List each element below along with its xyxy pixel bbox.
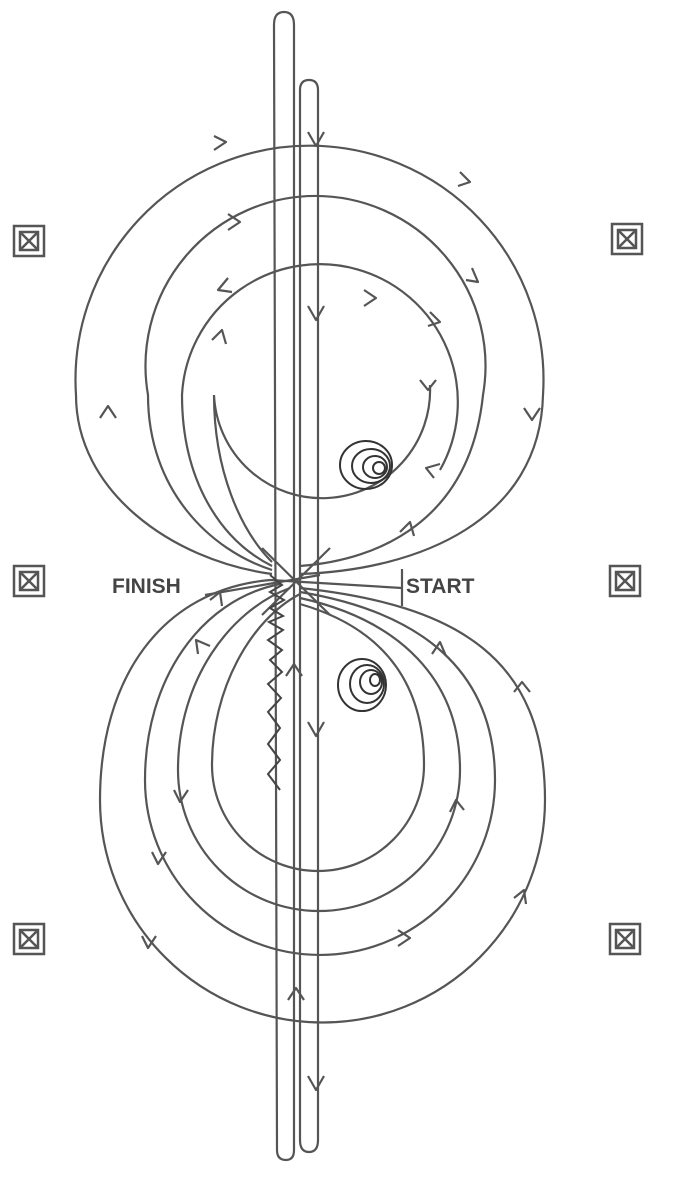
target-icons xyxy=(337,440,393,712)
arrow-icon-20 xyxy=(285,662,303,677)
boundary-markers xyxy=(12,222,644,956)
runway-strip-right xyxy=(298,78,320,1154)
marker-icon-bottom-left xyxy=(12,922,46,956)
marker-icon-top-left xyxy=(12,224,46,258)
marker-icon-bottom-right xyxy=(608,922,642,956)
arrow-icon-5 xyxy=(307,131,325,148)
center-runway-strips xyxy=(272,10,320,1162)
marker-icon-mid-left xyxy=(12,564,46,598)
marker-icon-mid-right xyxy=(608,564,642,598)
arrow-icon-25 xyxy=(141,935,157,950)
arrow-icon-29 xyxy=(307,1075,325,1092)
arrow-icon-4 xyxy=(465,267,480,284)
arrow-icon-3 xyxy=(227,213,242,231)
arrow-icon-15 xyxy=(399,520,416,537)
lower-loop-4 xyxy=(98,578,547,1024)
arrow-icon-21 xyxy=(307,721,325,738)
arrow-icon-26 xyxy=(397,929,412,947)
arrow-icon-16 xyxy=(194,638,211,655)
arrow-icon-2 xyxy=(457,171,472,188)
runway-strip-left xyxy=(272,10,296,1162)
upper-loop-1 xyxy=(212,384,432,563)
arrow-icon-18 xyxy=(431,640,448,657)
arrow-icon-28 xyxy=(287,986,305,1001)
arrow-icon-8 xyxy=(216,277,233,294)
arrow-icon-9 xyxy=(427,311,442,328)
target-icon-lower xyxy=(337,658,387,712)
arrow-icon-10 xyxy=(211,328,228,345)
lower-loops xyxy=(98,578,547,1024)
upper-loops xyxy=(74,144,545,576)
arrow-icon-17 xyxy=(209,590,224,607)
crossing-lines xyxy=(204,547,404,616)
zigzag-descent-path xyxy=(266,574,287,791)
arrow-icon-24 xyxy=(151,851,167,866)
arrow-icon-11 xyxy=(419,379,437,392)
upper-loop-4 xyxy=(74,144,545,576)
arrow-icon-27 xyxy=(513,888,528,905)
target-icon-upper xyxy=(339,440,393,490)
arrow-icon-22 xyxy=(173,789,189,804)
arrow-icon-19 xyxy=(513,680,531,693)
arrow-icon-13 xyxy=(99,404,117,419)
lower-loop-1 xyxy=(210,593,426,873)
upper-loop-3 xyxy=(144,194,487,572)
start-approach-line xyxy=(269,578,403,590)
marker-icon-top-right xyxy=(610,222,644,256)
arrow-icon-1 xyxy=(213,135,228,151)
upper-loop-2 xyxy=(180,263,459,567)
lower-loop-3 xyxy=(143,582,497,957)
arrow-icon-12 xyxy=(523,407,541,422)
arrow-icon-6 xyxy=(307,305,325,322)
lower-loop-2 xyxy=(176,586,462,913)
arrow-icon-14 xyxy=(424,462,441,479)
direction-arrows xyxy=(99,131,541,1092)
finish-label: FINISH xyxy=(112,575,181,598)
arrow-icon-23 xyxy=(449,798,465,813)
start-label: START xyxy=(406,575,475,598)
arrow-icon-7 xyxy=(363,289,378,307)
